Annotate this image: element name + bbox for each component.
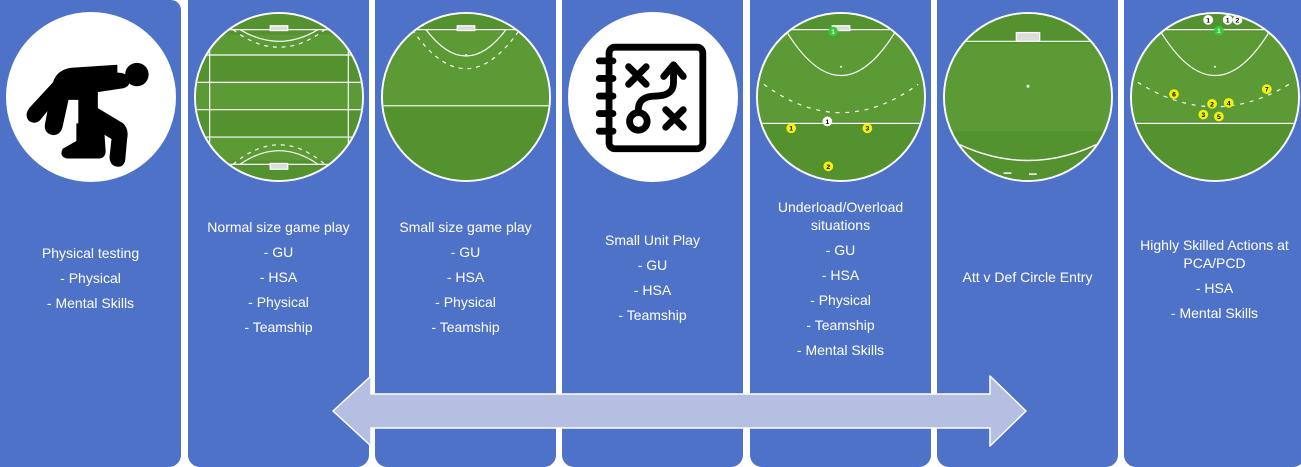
panel-item: - Physical	[248, 294, 309, 310]
attacker-marker: 7	[1264, 87, 1268, 94]
panel-item: - HSA	[633, 282, 672, 298]
panel-item: - Teamship	[431, 319, 500, 335]
panel-att-v-def-circle-entry: Att v Def Circle Entry	[937, 0, 1118, 467]
attacker-marker: 3	[1201, 112, 1205, 119]
attacker-marker: 3	[865, 126, 869, 133]
panel-item: - Teamship	[244, 319, 313, 335]
panel-item: - GU	[637, 257, 668, 273]
panel-item: - HSA	[821, 267, 860, 283]
panel-title: Att v Def Circle Entry	[962, 269, 1093, 285]
panel-small-unit-play: Small Unit Play - GU - HSA - Teamship	[562, 0, 743, 467]
panel-normal-size-game-play: Normal size game play - GU - HSA - Physi…	[188, 0, 369, 467]
panel-label: Small Unit Play - GU - HSA - Teamship	[562, 231, 743, 328]
attacker-marker: 5	[1216, 114, 1220, 121]
attacker-marker: 6	[1172, 92, 1176, 99]
panel-label: Att v Def Circle Entry	[937, 268, 1118, 290]
attacker-marker: 1	[789, 126, 793, 133]
panel-title: Normal size game play	[207, 219, 350, 235]
panel-item: - GU	[825, 242, 856, 258]
panel-item: - Physical	[810, 292, 871, 308]
panel-title: Small size game play	[399, 219, 532, 235]
panel-item: - Mental Skills	[46, 295, 135, 311]
panel-item: - Physical	[60, 270, 121, 286]
panel-title: Underload/Overload situations	[777, 199, 904, 233]
panel-item: - Mental Skills	[1170, 305, 1259, 321]
defender-marker: 1	[825, 119, 829, 126]
keeper-marker: 1	[831, 29, 835, 36]
panel-item: - HSA	[1195, 280, 1234, 296]
crouching-athlete-icon	[5, 12, 176, 182]
panel-physical-testing: Physical testing - Physical - Mental Ski…	[0, 0, 181, 467]
panel-title: Highly Skilled Actions at PCA/PCD	[1140, 237, 1289, 271]
attacker-marker: 2	[826, 164, 830, 171]
pc-pitch-diagram: 1 1 2 1 6 2 4 7 3 5	[1129, 12, 1300, 182]
panel-title: Physical testing	[41, 245, 140, 261]
panel-highly-skilled-actions: 1 1 2 1 6 2 4 7 3 5 Highl	[1124, 0, 1301, 467]
defender-marker: 2	[1235, 17, 1239, 24]
defender-marker: 1	[1206, 17, 1210, 24]
panel-item: - Teamship	[806, 317, 875, 333]
panel-label: Normal size game play - GU - HSA - Physi…	[188, 218, 369, 340]
panel-item: - Teamship	[618, 307, 687, 323]
panel-item: - GU	[450, 244, 481, 260]
panel-label: Small size game play - GU - HSA - Physic…	[375, 218, 556, 340]
panel-item: - Mental Skills	[796, 342, 885, 358]
full-pitch-diagram	[193, 12, 364, 182]
defender-marker: 1	[1225, 17, 1229, 24]
panel-label: Underload/Overload situations - GU - HSA…	[750, 198, 931, 363]
panel-item: - Physical	[435, 294, 496, 310]
attacker-marker: 4	[1226, 100, 1230, 107]
panel-label: Physical testing - Physical - Mental Ski…	[0, 244, 181, 316]
half-pitch-diagram	[380, 12, 551, 182]
attacker-marker: 2	[1210, 101, 1214, 108]
panel-label: Highly Skilled Actions at PCA/PCD - HSA …	[1124, 236, 1301, 326]
panel-small-size-game-play: Small size game play - GU - HSA - Physic…	[375, 0, 556, 467]
panel-title: Small Unit Play	[605, 232, 700, 248]
panel-item: - HSA	[259, 269, 298, 285]
overload-pitch-diagram: 1 1 1 3 2	[755, 12, 926, 182]
tactics-playbook-icon	[567, 12, 738, 182]
panel-item: - HSA	[446, 269, 485, 285]
panel-underload-overload: 1 1 1 3 2 Underload/Overload situations …	[750, 0, 931, 467]
panel-item: - GU	[263, 244, 294, 260]
keeper-marker: 1	[1216, 28, 1220, 35]
circle-entry-pitch-diagram	[942, 12, 1113, 182]
